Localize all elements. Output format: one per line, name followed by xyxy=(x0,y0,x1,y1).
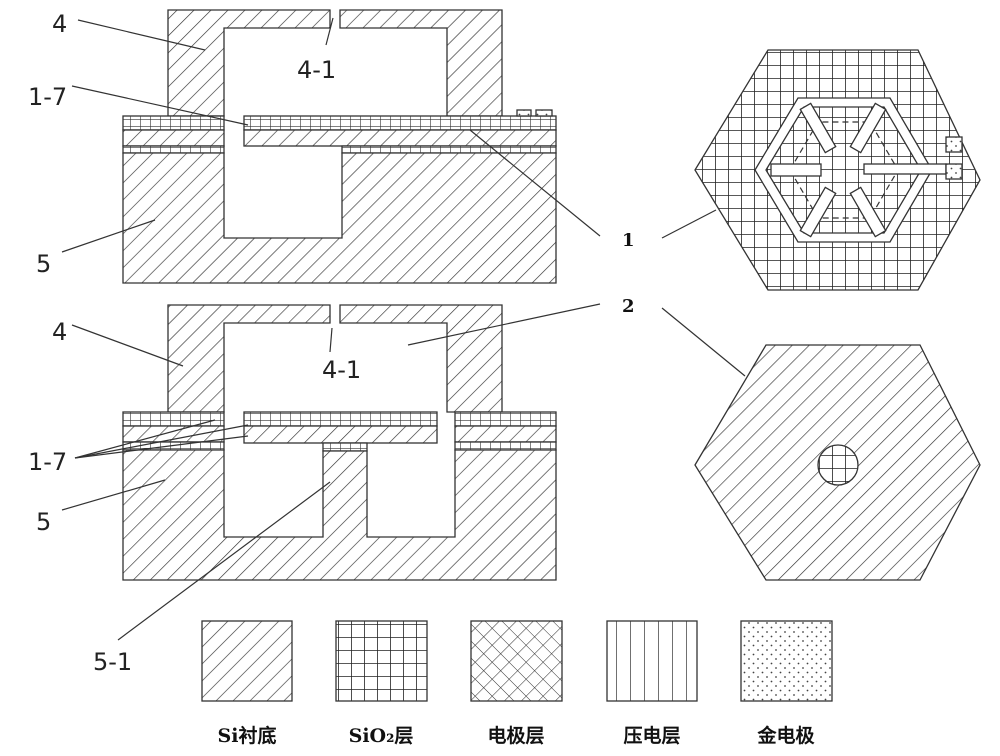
gold-electrode-pad xyxy=(945,136,963,153)
gold-electrode-pad xyxy=(945,163,963,180)
top-left-sio2-2 xyxy=(122,145,225,154)
bottom-substrate xyxy=(122,449,557,581)
gold-electrode-pad xyxy=(516,109,532,117)
top-view-hexagon-1 xyxy=(694,49,981,291)
label-cap-hole-top: 4-1 xyxy=(297,56,336,84)
legend-label-piezo: 压电层 xyxy=(623,724,680,747)
bottom-right-si xyxy=(454,425,557,443)
top-membrane-sio2 xyxy=(243,115,557,131)
top-view-hexagon-2 xyxy=(694,344,981,581)
label-layers-bottom: 1-7 xyxy=(28,448,67,476)
label-cap-hole-bottom: 4-1 xyxy=(322,356,361,384)
legend-swatch-si-substrate xyxy=(201,620,293,702)
gold-electrode-pad xyxy=(535,109,553,117)
bottom-left-sio2 xyxy=(122,411,225,427)
label-substrate-bottom: 5 xyxy=(36,508,51,536)
legend-label-gold: 金电极 xyxy=(756,724,815,747)
bottom-membrane-si xyxy=(243,425,438,444)
legend-label-sio2: SiO₂层 xyxy=(349,725,414,747)
legend-swatch-piezo xyxy=(606,620,698,702)
label-ref-2: 2 xyxy=(622,296,635,317)
label-layers-top: 1-7 xyxy=(28,83,67,111)
bottom-membrane-sio2 xyxy=(243,411,438,427)
leader-lines xyxy=(61,17,746,641)
legend-label-si-substrate: Si衬底 xyxy=(218,724,277,747)
bottom-right-sio2-2 xyxy=(454,441,557,451)
pillar-circle xyxy=(817,444,859,486)
top-membrane-si xyxy=(243,129,557,147)
label-ref-1: 1 xyxy=(622,230,635,251)
label-pillar: 5-1 xyxy=(93,648,132,676)
label-substrate-top: 5 xyxy=(36,250,51,278)
top-left-si xyxy=(122,129,225,147)
top-substrate xyxy=(122,152,557,284)
legend-swatch-electrode xyxy=(470,620,563,702)
top-cross-section xyxy=(122,9,557,284)
top-left-sio2 xyxy=(122,115,225,131)
label-cap-top: 4 xyxy=(52,10,67,38)
top-right-sio2 xyxy=(341,145,557,154)
legend-swatch-gold xyxy=(740,620,833,702)
bottom-right-sio2 xyxy=(454,411,557,427)
legend-label-electrode: 电极层 xyxy=(487,724,544,747)
legend-swatch-sio2 xyxy=(335,620,428,702)
legend: Si衬底 SiO₂层 电极层 压电层 金电极 xyxy=(201,620,833,747)
bottom-cross-section xyxy=(122,304,557,581)
label-cap-bottom: 4 xyxy=(52,318,67,346)
pillar-sio2 xyxy=(322,442,368,452)
